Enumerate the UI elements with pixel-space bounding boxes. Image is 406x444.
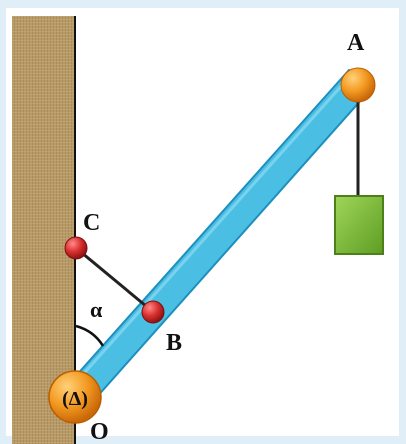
point-c-ball (64, 236, 88, 260)
beam-highlight (67, 72, 354, 392)
angle-alpha-arc (75, 324, 105, 347)
label-alpha: α (90, 297, 103, 322)
label-axis: (Δ) (62, 388, 88, 410)
mechanics-diagram: A C B O α (Δ) (12, 16, 384, 444)
point-b-ball (141, 300, 165, 324)
cable-cb (75, 246, 153, 313)
label-o: O (90, 419, 109, 444)
point-a-ball (340, 67, 376, 103)
hanging-mass (334, 195, 384, 255)
label-c: C (83, 210, 100, 236)
label-b: B (166, 330, 182, 356)
label-a: A (347, 30, 365, 56)
pivot-o (48, 370, 102, 424)
beam (64, 68, 372, 410)
